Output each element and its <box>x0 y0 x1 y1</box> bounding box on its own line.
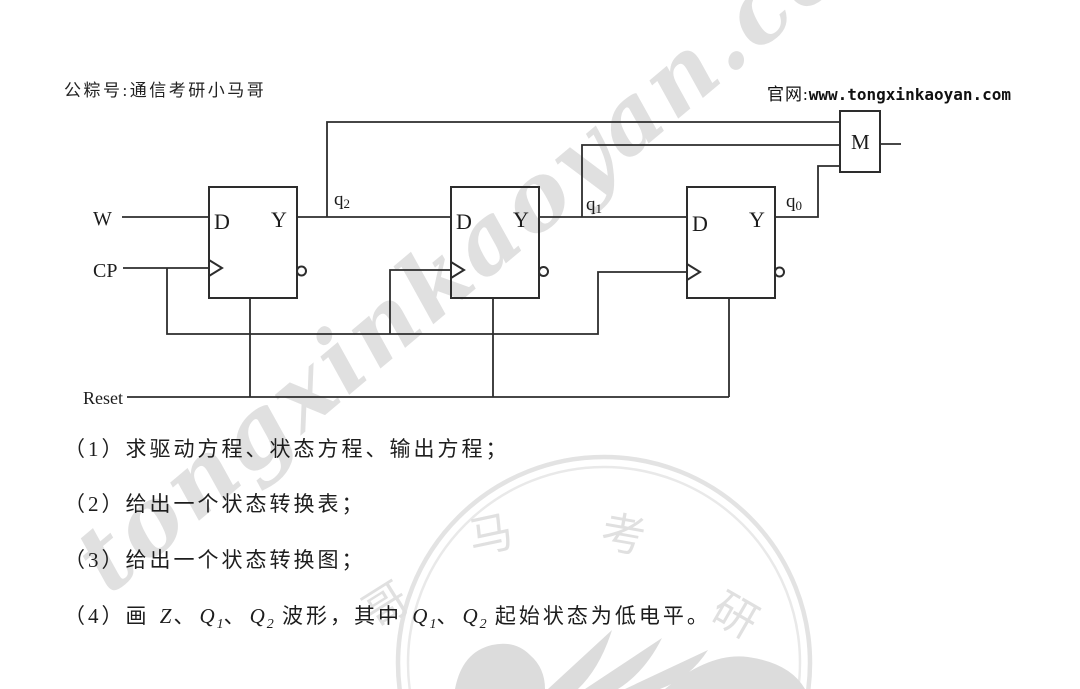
emblem-outer-ring <box>395 454 813 689</box>
question-line-1: （1）求驱动方程、状态方程、输出方程； <box>64 437 510 461</box>
q1-label: q1 <box>586 194 602 216</box>
clock-triangle-icon <box>208 259 224 277</box>
ff1-y-label: Y <box>271 207 287 232</box>
q2-label: q2 <box>334 189 350 211</box>
ff3-y-label: Y <box>749 207 765 232</box>
clock-branch-ff2 <box>389 269 451 334</box>
q0-to-m-wire <box>775 165 840 218</box>
q2-feedback-wire <box>326 121 840 217</box>
ff2-d-label: D <box>456 209 472 234</box>
ff1-d-label: D <box>214 209 230 234</box>
ff3-d-label: D <box>692 211 708 236</box>
wechat-account-label: 公粽号:通信考研小马哥 <box>64 81 267 100</box>
bird-logo-icon <box>455 630 805 689</box>
clock-triangle-icon <box>450 261 466 279</box>
ff2-y-label: Y <box>513 207 529 232</box>
site-url: www.tongxinkaoyan.com <box>808 85 1012 104</box>
emblem-inner-ring <box>406 465 802 689</box>
clock-triangle-icon <box>686 263 702 281</box>
invert-bubble-icon <box>774 266 785 278</box>
m-gate-box <box>839 110 881 173</box>
flipflop2-box <box>450 186 540 299</box>
m-label: M <box>851 130 870 154</box>
w-label: W <box>93 208 112 230</box>
reset-label: Reset <box>83 388 123 408</box>
question-line-3: （3）给出一个状态转换图； <box>64 548 366 572</box>
q1-feedback-wire <box>581 144 840 217</box>
official-site-label: 官网:www.tongxinkaoyan.com <box>767 80 1011 105</box>
flipflop1-box <box>208 186 298 299</box>
site-prefix: 官网: <box>767 85 809 104</box>
clock-bus-wire <box>166 268 687 335</box>
cp-label: CP <box>93 260 117 282</box>
question-line-2: （2）给出一个状态转换表； <box>64 492 366 516</box>
invert-bubble-icon <box>296 265 307 277</box>
flipflop3-box <box>686 186 776 299</box>
invert-bubble-icon <box>538 266 549 277</box>
q0-label: q0 <box>786 191 802 213</box>
